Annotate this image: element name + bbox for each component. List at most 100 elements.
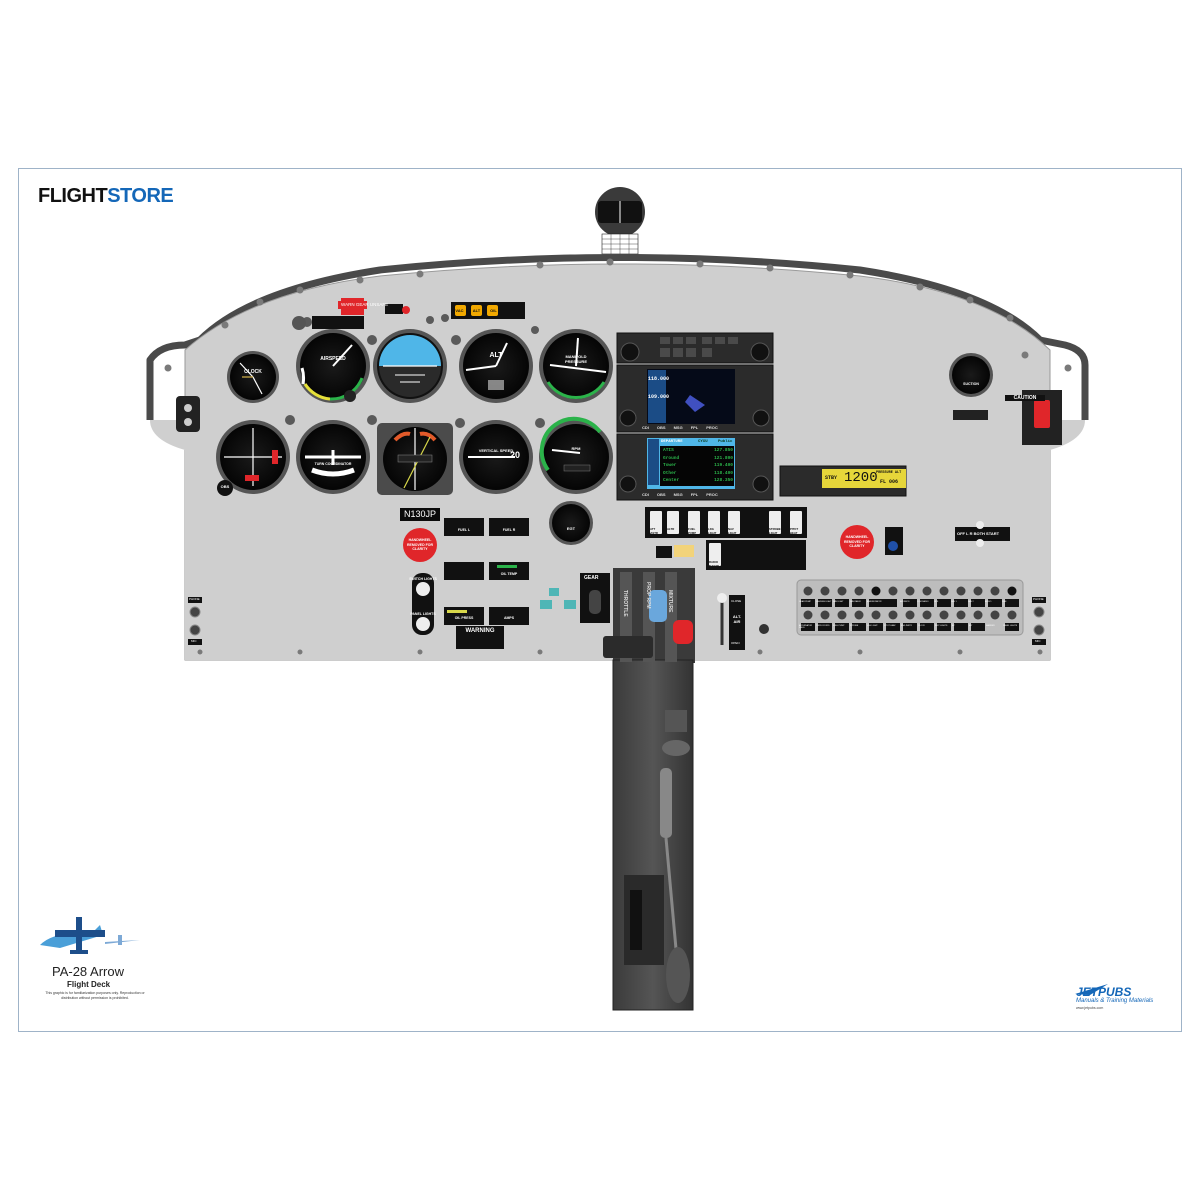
oil-temp-label: OIL TEMP [500, 572, 518, 576]
attitude-indicator [373, 329, 447, 403]
handwheel-placard-left [403, 528, 437, 562]
logo-left: FLIGHT [38, 185, 108, 207]
right-mic-jack[interactable]: MIC [1035, 639, 1041, 643]
cb-label[interactable]: AVIONICS [900, 601, 910, 603]
switch-altr[interactable]: ALTR [667, 527, 675, 531]
mixture-lever-label[interactable]: MIXTURE [667, 590, 673, 613]
jetpubs-logo: JETPUBS [1076, 985, 1132, 999]
clock-label: CLOCK [244, 369, 262, 375]
cb-label[interactable]: FUEL PUMP [833, 625, 845, 627]
cb-label[interactable]: ANNUNCIATOR [867, 601, 882, 603]
cb-label[interactable]: LANDING LIGHT [816, 601, 832, 603]
xpdr-mode: STBY [825, 475, 838, 481]
throttle-lever-label[interactable]: THROTTLE [622, 590, 628, 617]
gns530-freq1: 118.000 [648, 376, 670, 382]
cb-label[interactable]: NAV 1 [951, 601, 957, 603]
switch-batt-master[interactable]: BATT MASTR [648, 527, 658, 535]
cb-label[interactable]: NAV RADIO [850, 601, 861, 603]
gns430-key-msg[interactable]: MSG [673, 492, 683, 497]
switch-fuel-pump[interactable]: FUEL PUMP [688, 527, 697, 535]
fuel-left-label: FUEL L [457, 528, 471, 532]
airspeed-label: AIRSPEED [320, 356, 346, 362]
annunciator-alt: ALT [472, 308, 481, 313]
annunciator-vac: VAC [455, 308, 464, 313]
cb-label[interactable]: GEAR PUMP [799, 601, 812, 603]
cb-label[interactable]: COM RADIO [917, 601, 929, 603]
magnetic-compass [595, 187, 645, 255]
vsi-value: 20 [509, 450, 520, 460]
manifold-pressure-gauge [539, 329, 613, 403]
gns530-key-msg[interactable]: MSG [673, 425, 683, 430]
tach-label: RPM [571, 446, 581, 451]
oil-press-label: OIL PRESS [454, 616, 474, 620]
switch-strobe[interactable]: STROBE LIGHT [769, 527, 781, 535]
tachometer [539, 416, 613, 494]
cb-label[interactable]: CLOCK [918, 625, 925, 627]
cb-label[interactable]: GPS [934, 601, 939, 603]
switch-lights-label: SWITCH LIGHTS [409, 577, 437, 581]
cb-label[interactable]: MARKER [986, 625, 995, 627]
cb-label[interactable]: ALTERNATOR FIELD [799, 625, 813, 629]
xpdr-status: PRESSURE ALT [876, 471, 902, 475]
switch-radio-master[interactable]: RADIO MASTR [709, 560, 719, 568]
cb-label[interactable]: AP [952, 625, 955, 627]
caution-placard: CAUTION [1005, 395, 1045, 401]
annunciator-panel: VAC ALT OIL [453, 308, 500, 313]
alt-air-control[interactable]: ALT. AIR [732, 614, 742, 624]
gns430-key-obs[interactable]: OBS [656, 492, 666, 497]
switch-pitot-heat[interactable]: PITOT HEAT [790, 527, 799, 535]
cb-label[interactable]: ELT [969, 625, 973, 627]
cb-label[interactable]: NAV LIGHT [833, 601, 844, 603]
suction-label: SUCTION [963, 382, 979, 386]
gear-label[interactable]: GEAR [584, 575, 599, 581]
gns430-key-cdi[interactable]: CDI [642, 492, 649, 497]
warning-placard: WARNING [465, 628, 495, 634]
tail-number: N130JP [400, 508, 441, 521]
center-pedestal [603, 568, 695, 1011]
cb-label[interactable]: DME [1002, 601, 1007, 603]
freq-name: Tower [663, 463, 677, 468]
cb-label[interactable]: LDG LIGHT [867, 625, 878, 627]
circuit-breaker-panel [796, 579, 1024, 636]
gns430-key-proc[interactable]: PROC [706, 492, 718, 497]
cb-label[interactable]: NAV 2 [968, 601, 974, 603]
right-phone-jack[interactable]: PHONE [1033, 597, 1044, 601]
cb-label[interactable]: PANEL LIGHTS [1003, 625, 1018, 627]
switch-ldg-light[interactable]: LDG LIGHT [708, 527, 717, 535]
cb-row2: ALTERNATOR FIELD TURN COORD FUEL PUMP ST… [799, 625, 1019, 629]
switch-nav-light[interactable]: NAV LIGHT [728, 527, 737, 535]
logo-right: STORE [107, 185, 174, 207]
jetpubs-tagline: Manuals & Training Materials [1076, 998, 1154, 1004]
vsi-label: VERTICAL SPEED [478, 448, 514, 453]
cb-label[interactable]: STROBE [850, 625, 859, 627]
prop-lever-label[interactable]: PROP RPM [645, 582, 651, 609]
cb-label[interactable]: INST LIGHTS [935, 625, 948, 627]
cb-label[interactable]: ENG INSTR [901, 625, 912, 627]
gns530-key-proc[interactable]: PROC [706, 425, 718, 430]
panel-lights-label: PANEL LIGHTS [410, 612, 436, 616]
fuel-right-label: FUEL R [502, 528, 516, 532]
cb-label[interactable]: AUDIO [985, 601, 992, 603]
gns530-key-cdi[interactable]: CDI [642, 425, 649, 430]
gns530-freq2: 109.000 [648, 394, 670, 400]
freq-value: 121.800 [714, 455, 733, 461]
cb-label[interactable]: TURN COORD [816, 625, 830, 627]
amps-label: AMPS [503, 616, 515, 620]
vertical-speed-indicator [459, 420, 533, 494]
cb-label[interactable]: PITOT HEAT [884, 625, 896, 627]
left-mic-jack[interactable]: MIC [191, 639, 197, 643]
handwheel-right-text: HANDWHEEL REMOVED FOR CLARITY [843, 535, 871, 548]
gns530-key-obs[interactable]: OBS [656, 425, 666, 430]
left-phone-jack[interactable]: PHONE [189, 597, 200, 601]
gns530-key-fpl[interactable]: FPL [690, 425, 699, 430]
gns430-key-fpl[interactable]: FPL [690, 492, 699, 497]
clock-gauge [227, 351, 279, 403]
altimeter-label: ALT [489, 352, 503, 359]
magneto-switch[interactable]: OFF L R BOTH START [957, 531, 1000, 536]
aircraft-silhouettes [40, 917, 140, 954]
freq-value: 128.350 [714, 478, 733, 483]
gns530-bottom-keys: CDI OBS MSG FPL PROC [642, 425, 718, 430]
audio-panel [616, 332, 774, 364]
